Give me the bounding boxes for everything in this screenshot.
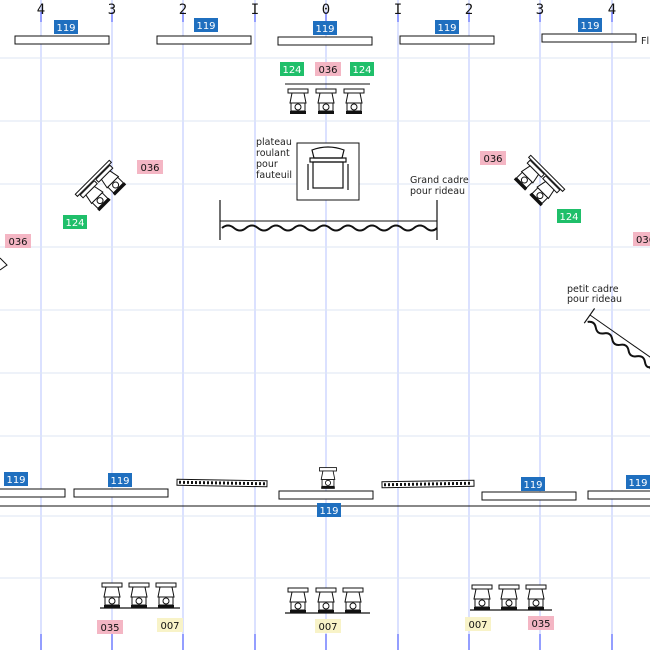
plateau-note: plateau roulant pour fauteuil xyxy=(256,137,292,181)
spotlight-icon xyxy=(471,584,493,611)
spotlight-icon xyxy=(343,88,365,115)
tag-036: 036 xyxy=(636,235,650,246)
top-119-tags: 119 119 119 119 119 xyxy=(54,18,602,35)
led-bar-icon xyxy=(176,478,268,488)
tag-035: 035 xyxy=(531,619,550,630)
note-line: pour rideau xyxy=(410,186,465,197)
bottom-center-spots: 007 xyxy=(285,587,370,633)
edge-fixture xyxy=(0,257,8,271)
tag-036: 036 xyxy=(140,163,159,174)
tag-119: 119 xyxy=(315,24,334,35)
tag-036: 036 xyxy=(318,65,337,76)
tag-119: 119 xyxy=(196,21,215,32)
spotlight-icon xyxy=(287,88,309,115)
spotlight-icon xyxy=(498,584,520,611)
wheelchair-icon xyxy=(307,146,349,190)
spotlight-icon xyxy=(128,582,150,609)
grand-cadre-note: Grand cadre pour rideau xyxy=(410,175,469,197)
tag-036: 036 xyxy=(8,237,27,248)
middle-119-tags: 119 119 119 119 119 xyxy=(4,472,650,517)
petit-cadre-curtain xyxy=(583,308,650,370)
axis-label: 3 xyxy=(108,2,116,18)
axis-ticks xyxy=(40,12,613,650)
axis-labels: 4 3 2 I 0 I 2 3 4 xyxy=(37,2,616,18)
curtain-icon xyxy=(587,320,650,369)
note-line: petit cadre xyxy=(567,284,619,295)
spotlight-icon xyxy=(101,582,123,609)
wheelchair-platform xyxy=(296,142,360,201)
note-line: pour xyxy=(256,159,278,170)
note-line: fauteuil xyxy=(256,170,292,181)
top-bars xyxy=(14,33,637,46)
tag-007: 007 xyxy=(318,622,337,633)
spotlight-icon xyxy=(525,584,547,611)
axis-label: 4 xyxy=(608,2,616,18)
tag-119: 119 xyxy=(437,23,456,34)
middle-bars xyxy=(0,488,650,501)
spotlight-icon xyxy=(155,582,177,609)
tag-119: 119 xyxy=(580,21,599,32)
led-bar-icon xyxy=(381,479,475,489)
axis-label: I xyxy=(251,2,259,18)
spotlight-icon xyxy=(287,587,309,614)
axis-label: 2 xyxy=(179,2,187,18)
tag-119: 119 xyxy=(6,475,25,486)
axis-label: 0 xyxy=(322,2,330,18)
bottom-right-spots: 007 035 xyxy=(465,584,554,631)
note-line: plateau xyxy=(256,137,292,148)
spotlight-icon xyxy=(315,587,337,614)
axis-label: 4 xyxy=(37,2,45,18)
note-line: pour rideau xyxy=(567,294,622,305)
tag-036: 036 xyxy=(483,154,502,165)
curtain-icon xyxy=(221,224,438,232)
tag-124: 124 xyxy=(65,218,84,229)
tag-035: 035 xyxy=(100,623,119,634)
tag-007: 007 xyxy=(160,621,179,632)
tag-119: 119 xyxy=(56,23,75,34)
axis-label: 2 xyxy=(465,2,473,18)
bottom-left-spots: 035 007 xyxy=(97,582,183,634)
petit-cadre-note: petit cadre pour rideau xyxy=(567,284,622,305)
tag-124: 124 xyxy=(352,65,371,76)
axis-label: I xyxy=(394,2,402,18)
left-spot-pair: 036 124 xyxy=(63,159,163,229)
spotlight-icon xyxy=(342,587,364,614)
spotlight-icon xyxy=(315,88,337,115)
spotlight-icon xyxy=(319,467,337,490)
edge-label: Fl xyxy=(641,36,649,47)
grand-cadre-curtain xyxy=(219,200,438,240)
note-line: Grand cadre xyxy=(410,175,469,186)
tag-124: 124 xyxy=(559,212,578,223)
tag-119: 119 xyxy=(523,480,542,491)
axis-label: 3 xyxy=(536,2,544,18)
top-spot-group: 124 036 124 xyxy=(280,62,374,115)
right-spot-pair: 036 124 xyxy=(480,151,581,223)
tag-007: 007 xyxy=(468,620,487,631)
tag-119: 119 xyxy=(110,476,129,487)
note-line: roulant xyxy=(256,148,290,159)
tag-119: 119 xyxy=(319,506,338,517)
tag-124: 124 xyxy=(282,65,301,76)
tag-119: 119 xyxy=(628,478,647,489)
